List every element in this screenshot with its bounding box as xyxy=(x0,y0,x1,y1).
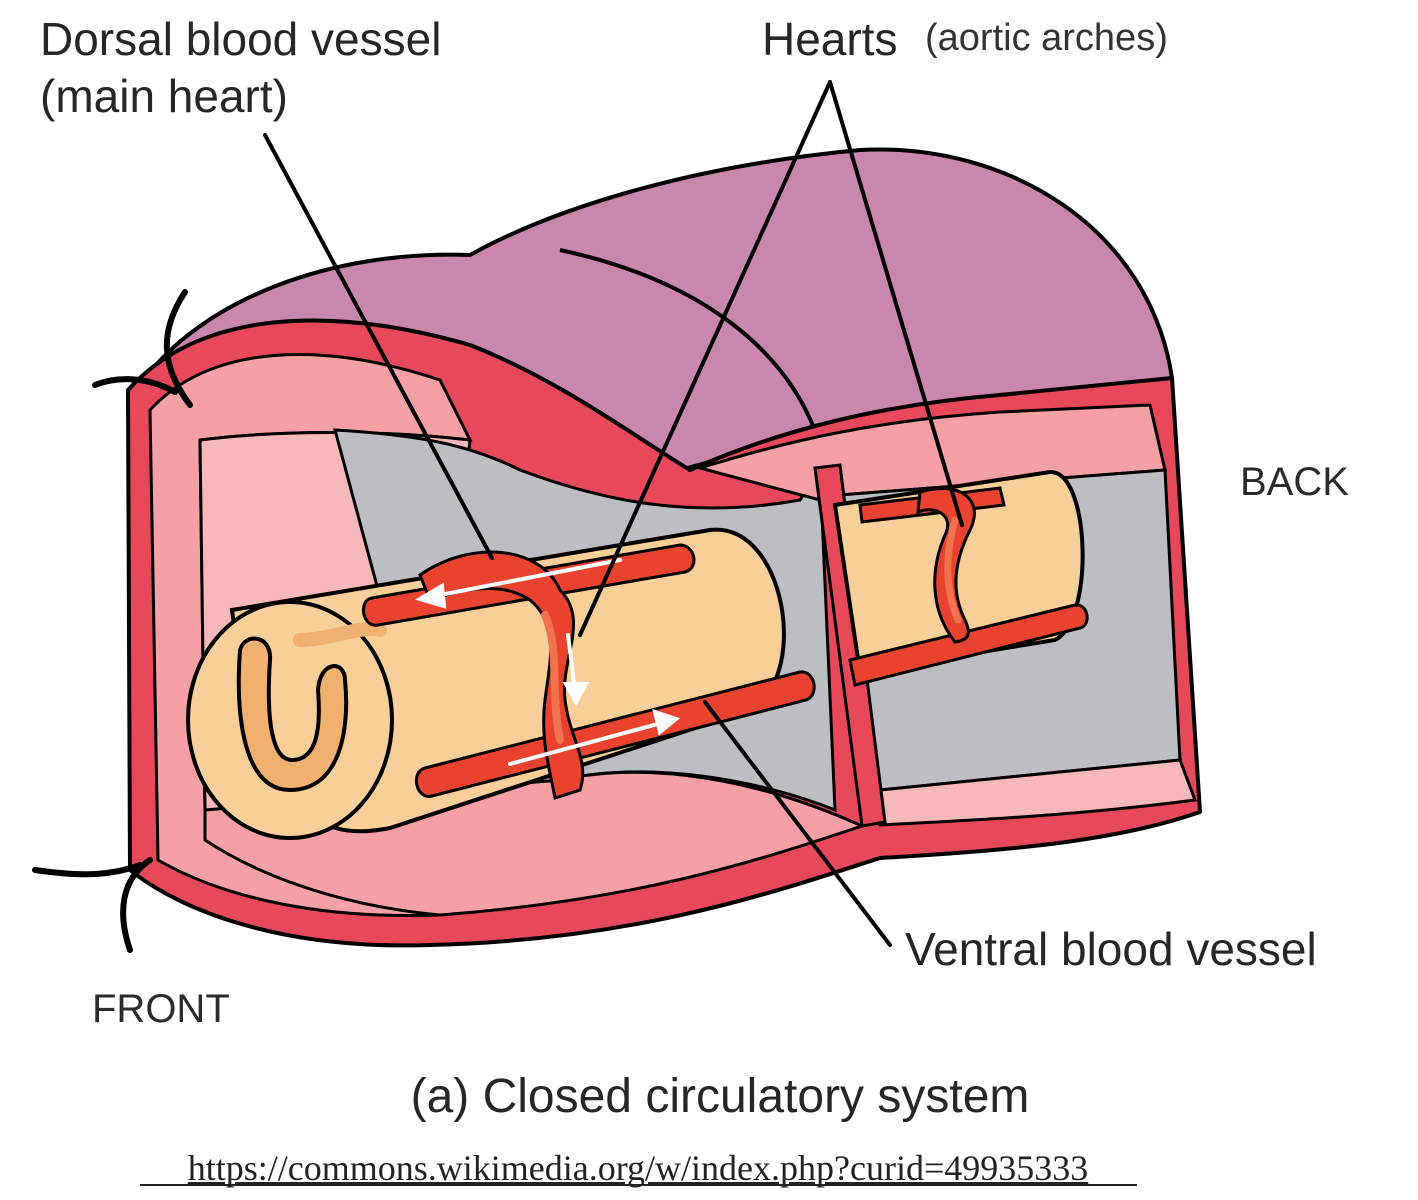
setae xyxy=(32,289,193,953)
label-hearts-sub: (aortic arches) xyxy=(925,17,1168,59)
typhlosole-fold xyxy=(236,636,349,793)
arch-flow-arrowhead xyxy=(562,682,590,707)
ventral-leader-line xyxy=(703,700,892,947)
label-back: BACK xyxy=(1240,460,1349,504)
flow-arrows xyxy=(415,558,681,766)
source-link[interactable]: https://commons.wikimedia.org/w/index.ph… xyxy=(188,1148,1089,1188)
leader-lines xyxy=(263,80,964,947)
dorsal-flow-arrow xyxy=(428,558,622,599)
arch-flow-arrow xyxy=(566,633,577,692)
aortic-arch-front-highlight xyxy=(541,611,564,744)
gut-end-cap xyxy=(186,600,394,840)
seta-top-1 xyxy=(163,289,193,408)
ventral-flow-arrowhead xyxy=(652,708,681,736)
ventral-flow-arrow xyxy=(508,720,667,766)
seta-bottom-2 xyxy=(120,857,153,953)
label-dorsal-line1: Dorsal blood vessel xyxy=(40,13,441,65)
gut-shading xyxy=(293,622,387,647)
segment-septum xyxy=(813,463,887,828)
rear-floor xyxy=(878,758,1198,827)
dorsal-leader-line xyxy=(263,133,494,560)
dorsal-flow-arrowhead xyxy=(415,582,447,609)
aortic-arch-rear-highlight xyxy=(944,516,962,624)
hearts-leader-line-1 xyxy=(578,80,832,637)
hearts-leader-line-2 xyxy=(828,80,964,527)
label-front: FRONT xyxy=(92,987,230,1031)
ventral-blood-vessel-rear xyxy=(848,603,1089,687)
label-hearts: Hearts xyxy=(762,13,897,65)
label-ventral: Ventral blood vessel xyxy=(905,923,1317,975)
label-dorsal-line2: (main heart) xyxy=(40,70,288,122)
segment-ridge xyxy=(559,248,822,446)
seta-top-2 xyxy=(92,376,178,395)
figure-caption: (a) Closed circulatory system xyxy=(411,1070,1030,1123)
seta-bottom-1 xyxy=(32,862,143,878)
